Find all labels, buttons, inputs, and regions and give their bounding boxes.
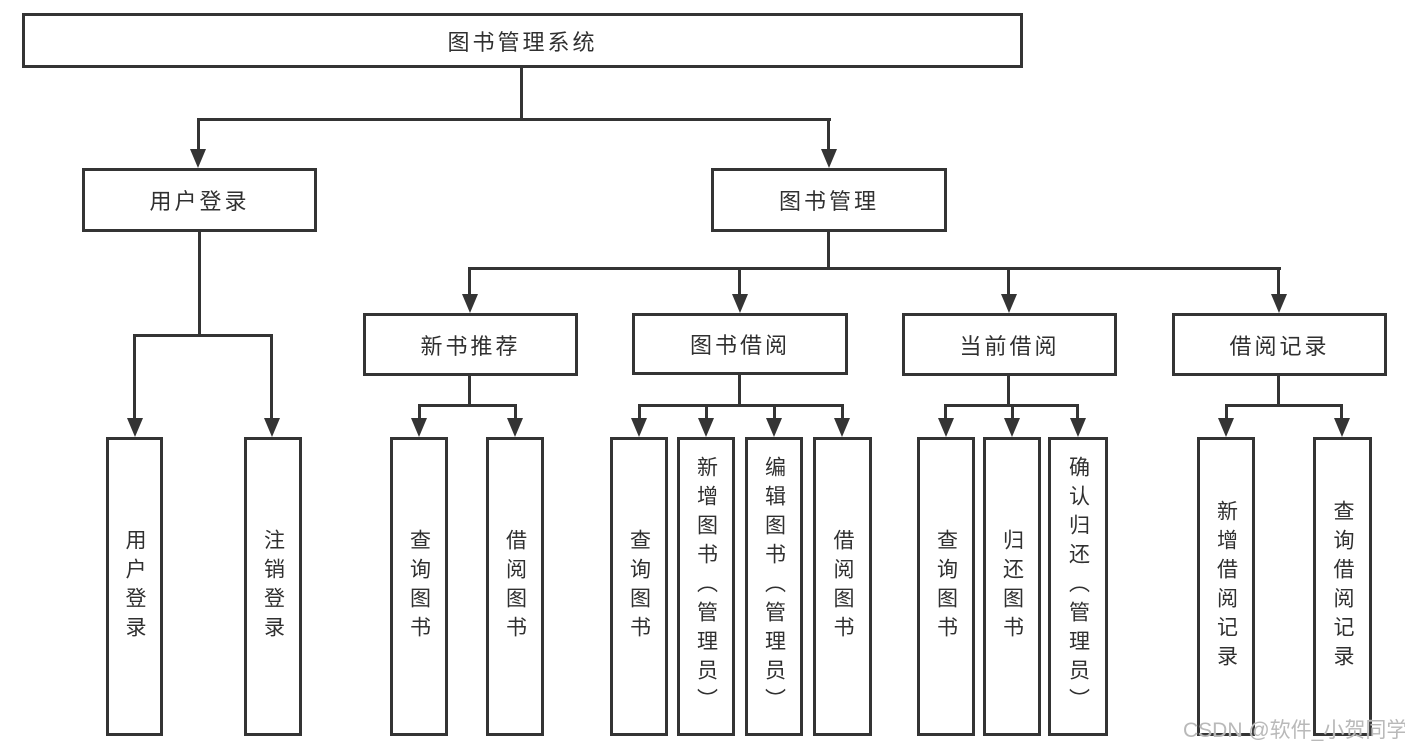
node-label: 查询图书: [407, 528, 431, 645]
node-borrowing-records: 借阅记录: [1172, 313, 1387, 376]
arrowhead-down-icon: [411, 418, 427, 437]
node-label: 新书推荐: [420, 333, 521, 359]
node-label: 查询图书: [934, 528, 958, 645]
leaf-edit-books-admin: 编辑图书（管理员）: [745, 437, 803, 736]
arrowhead-down-icon: [507, 418, 523, 437]
connector-line: [738, 375, 741, 407]
arrowhead-down-icon: [938, 418, 954, 437]
arrowhead-down-icon: [631, 418, 647, 437]
node-new-book-recommendation: 新书推荐: [363, 313, 578, 376]
connector-line: [1277, 267, 1280, 296]
leaf-confirm-return-admin: 确认归还（管理员）: [1048, 437, 1108, 736]
node-label: 图书管理系统: [447, 29, 598, 55]
node-label: 注销登录: [261, 528, 285, 645]
leaf-query-books-current: 查询图书: [917, 437, 975, 736]
arrowhead-down-icon: [821, 149, 837, 168]
connector-line: [270, 334, 273, 422]
node-book-borrowing: 图书借阅: [632, 313, 848, 375]
leaf-borrow-books: 借阅图书: [813, 437, 872, 736]
node-label: 新增图书（管理员）: [694, 456, 718, 717]
leaf-borrow-books-recommend: 借阅图书: [486, 437, 544, 736]
arrowhead-down-icon: [462, 294, 478, 313]
connector-line: [827, 118, 830, 152]
node-label: 查询借阅记录: [1331, 499, 1355, 674]
node-label: 归还图书: [1000, 528, 1024, 645]
arrowhead-down-icon: [1001, 294, 1017, 313]
connector-line: [1076, 404, 1079, 421]
connector-line: [1340, 404, 1343, 421]
arrowhead-down-icon: [264, 418, 280, 437]
node-label: 图书管理: [778, 189, 879, 214]
arrowhead-down-icon: [732, 294, 748, 313]
connector-line: [1225, 404, 1228, 421]
leaf-logout: 注销登录: [244, 437, 302, 736]
leaf-return-books: 归还图书: [983, 437, 1041, 736]
node-label: 借阅图书: [831, 528, 855, 645]
leaf-query-books-borrow: 查询图书: [610, 437, 668, 736]
connector-line: [1277, 376, 1280, 407]
arrowhead-down-icon: [1004, 418, 1020, 437]
connector-line: [827, 232, 830, 270]
node-user-login-group: 用户登录: [82, 168, 317, 232]
node-label: 图书借阅: [689, 333, 790, 358]
node-label: 借阅图书: [503, 528, 527, 645]
connector-line: [841, 404, 844, 421]
connector-line: [1225, 404, 1343, 407]
leaf-add-books-admin: 新增图书（管理员）: [677, 437, 735, 736]
node-label: 新增借阅记录: [1214, 499, 1238, 674]
arrowhead-down-icon: [1334, 418, 1350, 437]
connector-line: [514, 404, 517, 421]
connector-line: [520, 68, 523, 120]
node-label: 编辑图书（管理员）: [762, 456, 786, 717]
connector-line: [773, 404, 776, 421]
connector-line: [1007, 376, 1010, 407]
connector-line: [197, 118, 831, 121]
leaf-query-borrow-record: 查询借阅记录: [1313, 437, 1372, 736]
arrowhead-down-icon: [1218, 418, 1234, 437]
connector-line: [468, 267, 471, 296]
node-current-borrowing: 当前借阅: [902, 313, 1117, 376]
leaf-add-borrow-record: 新增借阅记录: [1197, 437, 1255, 736]
connector-line: [468, 376, 471, 407]
node-label: 用户登录: [149, 189, 250, 214]
arrowhead-down-icon: [1070, 418, 1086, 437]
arrowhead-down-icon: [834, 418, 850, 437]
connector-line: [197, 118, 200, 152]
node-library-system: 图书管理系统: [22, 13, 1023, 68]
watermark: CSDN @软件_小贺同学: [1183, 719, 1405, 742]
connector-line: [418, 404, 516, 407]
connector-line: [738, 267, 741, 296]
arrowhead-down-icon: [127, 418, 143, 437]
leaf-user-login: 用户登录: [106, 437, 163, 736]
connector-line: [944, 404, 947, 421]
node-label: 确认归还（管理员）: [1066, 456, 1090, 717]
connector-line: [198, 232, 201, 337]
connector-line: [133, 334, 136, 422]
node-label: 当前借阅: [959, 333, 1060, 359]
leaf-query-books-recommend: 查询图书: [390, 437, 448, 736]
connector-line: [1007, 267, 1010, 296]
connector-line: [133, 334, 273, 337]
connector-line: [469, 267, 1281, 270]
arrowhead-down-icon: [190, 149, 206, 168]
node-label: 查询图书: [627, 528, 651, 645]
connector-line: [705, 404, 708, 421]
arrowhead-down-icon: [1271, 294, 1287, 313]
connector-line: [1011, 404, 1014, 421]
connector-line: [638, 404, 843, 407]
arrowhead-down-icon: [766, 418, 782, 437]
node-book-management: 图书管理: [711, 168, 947, 232]
arrowhead-down-icon: [698, 418, 714, 437]
node-label: 借阅记录: [1229, 333, 1330, 359]
connector-line: [418, 404, 421, 421]
connector-line: [638, 404, 641, 421]
node-label: 用户登录: [123, 528, 147, 645]
